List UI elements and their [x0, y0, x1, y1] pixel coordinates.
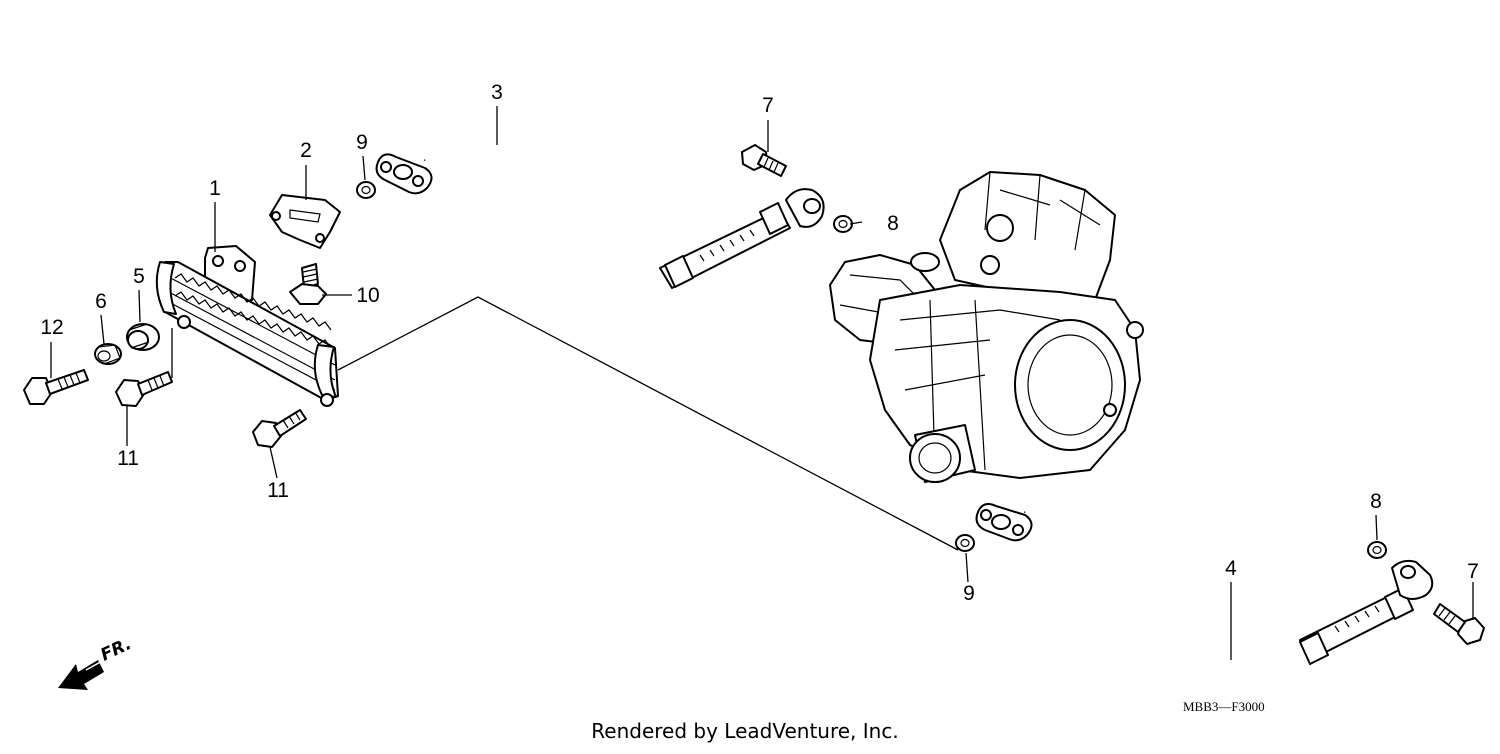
callout-1: 1 — [209, 177, 221, 200]
engine-illustration — [829, 171, 1144, 483]
leader-lines — [50, 106, 1474, 660]
sealing-washer — [1367, 541, 1387, 559]
callout-4: 4 — [1225, 557, 1237, 580]
sealing-washer — [833, 215, 853, 233]
callout-10: 10 — [356, 284, 379, 307]
flange-bolt — [115, 371, 173, 407]
callout-11-center: 11 — [267, 479, 289, 502]
flange-bolt — [23, 369, 89, 405]
rubber-grommet — [126, 323, 160, 351]
flange-bolt — [252, 409, 307, 448]
callout-7-lower: 7 — [1467, 560, 1479, 583]
callout-8-lower: 8 — [1370, 490, 1382, 513]
flange-bolt — [1433, 603, 1485, 645]
flange-bolt — [741, 144, 787, 177]
front-direction-arrow: FR. — [58, 634, 135, 690]
bracket — [269, 194, 341, 249]
callout-9-lower: 9 — [963, 582, 975, 605]
oil-pipe-lower — [975, 495, 1434, 674]
callout-9-upper: 9 — [356, 131, 368, 154]
callout-3: 3 — [491, 81, 503, 104]
render-credit: Rendered by LeadVenture, Inc. — [591, 719, 898, 743]
callout-8-upper: 8 — [887, 212, 899, 235]
callout-11-left: 11 — [117, 447, 139, 470]
sealing-washer — [356, 181, 376, 199]
oil-pipe-upper — [375, 138, 825, 327]
oil-cooler — [155, 245, 339, 407]
callout-labels: 1 2 3 4 5 6 7 7 8 8 9 9 10 11 11 12 — [40, 81, 1479, 605]
callout-2: 2 — [300, 139, 312, 162]
callout-5: 5 — [133, 265, 145, 288]
collar — [94, 343, 122, 365]
callout-12: 12 — [40, 316, 63, 339]
direction-label: FR. — [98, 634, 135, 665]
diagram-code: MBB3—F3000 — [1183, 699, 1265, 714]
callout-7-upper: 7 — [762, 94, 774, 117]
flange-bolt — [289, 263, 327, 305]
callout-6: 6 — [95, 290, 107, 313]
sealing-washer — [955, 534, 975, 552]
